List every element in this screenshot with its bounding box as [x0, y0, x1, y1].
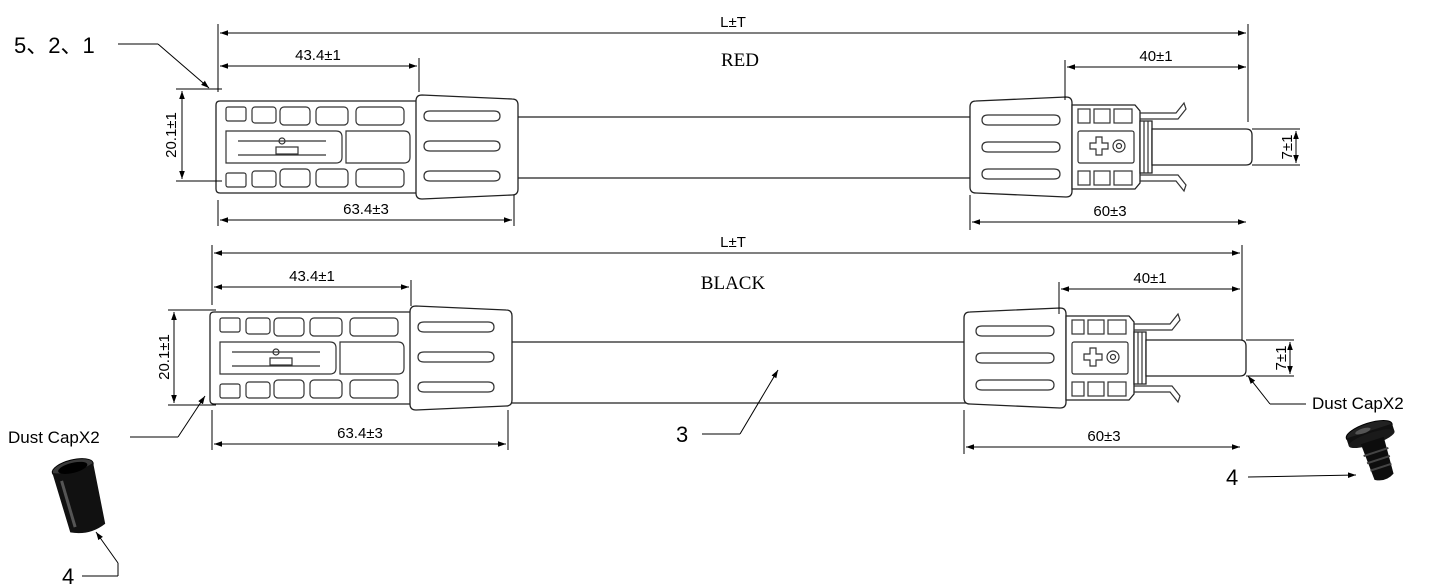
dust-cap-left-label: Dust CapX2 — [8, 428, 100, 447]
red-male-total-length: 60±3 — [1093, 203, 1126, 220]
black-female-body-length: 43.4±1 — [289, 268, 335, 285]
dust-cap-icon — [1345, 419, 1395, 481]
black-color-label: BLACK — [701, 273, 766, 294]
red-female-body-length: 43.4±1 — [295, 47, 341, 64]
black-cable-assembly: L±T BLACK 43.4±1 63.4±3 20.1±1 40±1 60±3… — [8, 234, 1404, 454]
dust-cap-icon — [51, 458, 119, 577]
female-connector-icon — [209, 305, 513, 411]
red-male-body-length: 40±1 — [1139, 48, 1172, 65]
male-connector-icon — [969, 96, 1253, 198]
black-male-body-length: 40±1 — [1133, 270, 1166, 287]
dust-cap-right-number: 4 — [1226, 465, 1238, 490]
red-pin-diameter: 7±1 — [1279, 135, 1296, 160]
male-connector-icon — [963, 307, 1247, 409]
red-female-height: 20.1±1 — [163, 112, 180, 158]
cable-callout: 3 — [676, 422, 688, 447]
red-female-total-length: 63.4±3 — [343, 201, 389, 218]
dust-cap-right-label: Dust CapX2 — [1312, 394, 1404, 413]
dust-cap-left-number: 4 — [62, 564, 74, 585]
red-overall-length: L±T — [720, 14, 746, 31]
red-color-label: RED — [721, 50, 759, 71]
black-female-total-length: 63.4±3 — [337, 425, 383, 442]
black-pin-diameter: 7±1 — [1273, 346, 1290, 371]
black-overall-length: L±T — [720, 234, 746, 251]
parts-callout-top: 5、2、1 — [14, 33, 95, 58]
black-female-height: 20.1±1 — [156, 334, 173, 380]
black-male-total-length: 60±3 — [1087, 428, 1120, 445]
red-cable-assembly: L±T RED 43.4±1 63.4±3 20.1±1 40±1 60±3 7… — [14, 14, 1300, 230]
female-connector-icon — [215, 94, 519, 200]
